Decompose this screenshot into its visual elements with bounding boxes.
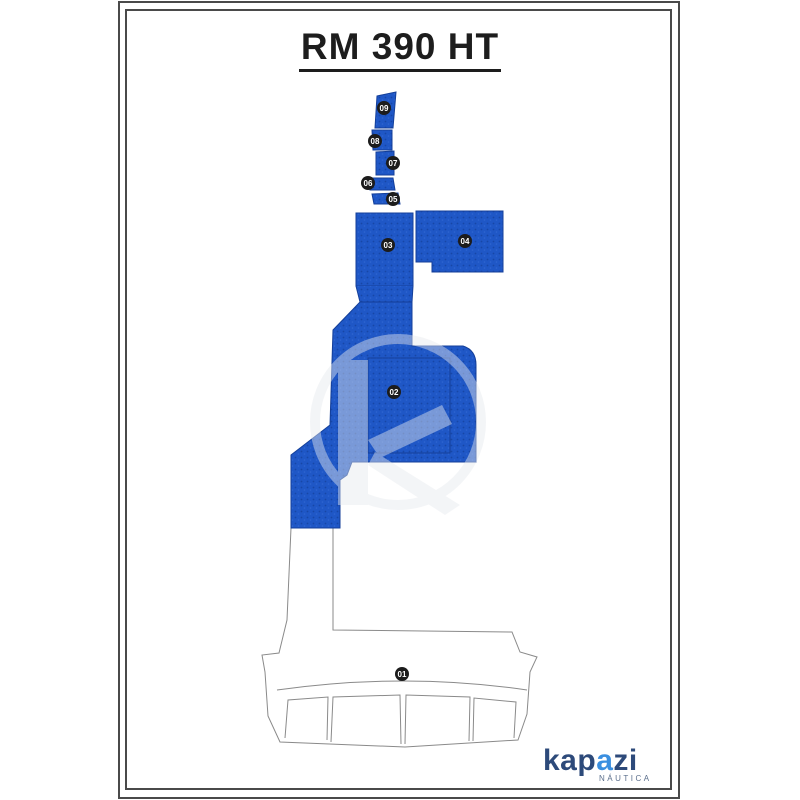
badge-06-label: 06 [364, 179, 373, 188]
piece-02-hatch-outline [367, 357, 451, 454]
badge-06: 06 [361, 176, 375, 190]
piece-01-seat-center-left [330, 694, 402, 745]
kapazi-k-watermark-icon [310, 334, 486, 515]
outer-frame [118, 1, 680, 799]
piece-01-shape [261, 527, 538, 748]
piece-01-seat-center-right [404, 694, 471, 745]
badge-01-label: 01 [398, 670, 407, 679]
badge-08: 08 [368, 134, 382, 148]
badge-01: 01 [395, 667, 409, 681]
piece-03-joint [355, 285, 414, 303]
badge-05: 05 [386, 192, 400, 206]
badge-02: 02 [387, 385, 401, 399]
logo-word-part-a: kap [543, 744, 597, 777]
inner-frame [125, 9, 672, 790]
badge-08-label: 08 [371, 137, 380, 146]
piece-01-inner-line [276, 680, 528, 691]
badge-07: 07 [386, 156, 400, 170]
logo-subtitle: NÁUTICA [599, 774, 652, 783]
badge-02-label: 02 [390, 388, 399, 397]
piece-01-seat-right [472, 697, 517, 742]
piece-03[interactable] [355, 212, 414, 303]
badge-03-label: 03 [384, 241, 393, 250]
badge-04: 04 [458, 234, 472, 248]
badge-04-label: 04 [461, 237, 470, 246]
badge-05-label: 05 [389, 195, 398, 204]
logo-word-part-b: a [596, 744, 614, 777]
kapazi-logo: kapazi NÁUTICA [543, 744, 663, 784]
title-text: RM 390 HT [298, 26, 502, 72]
piece-02[interactable] [290, 301, 477, 529]
piece-01-seat-left [284, 696, 329, 741]
piece-01[interactable] [261, 527, 538, 748]
badge-07-label: 07 [389, 159, 398, 168]
badge-03: 03 [381, 238, 395, 252]
logo-word-part-c: zi [613, 744, 638, 777]
logo-wordmark: kapazi [543, 744, 638, 778]
badge-09-label: 09 [380, 104, 389, 113]
page-title: RM 390 HT [0, 26, 800, 72]
badge-09: 09 [377, 101, 391, 115]
